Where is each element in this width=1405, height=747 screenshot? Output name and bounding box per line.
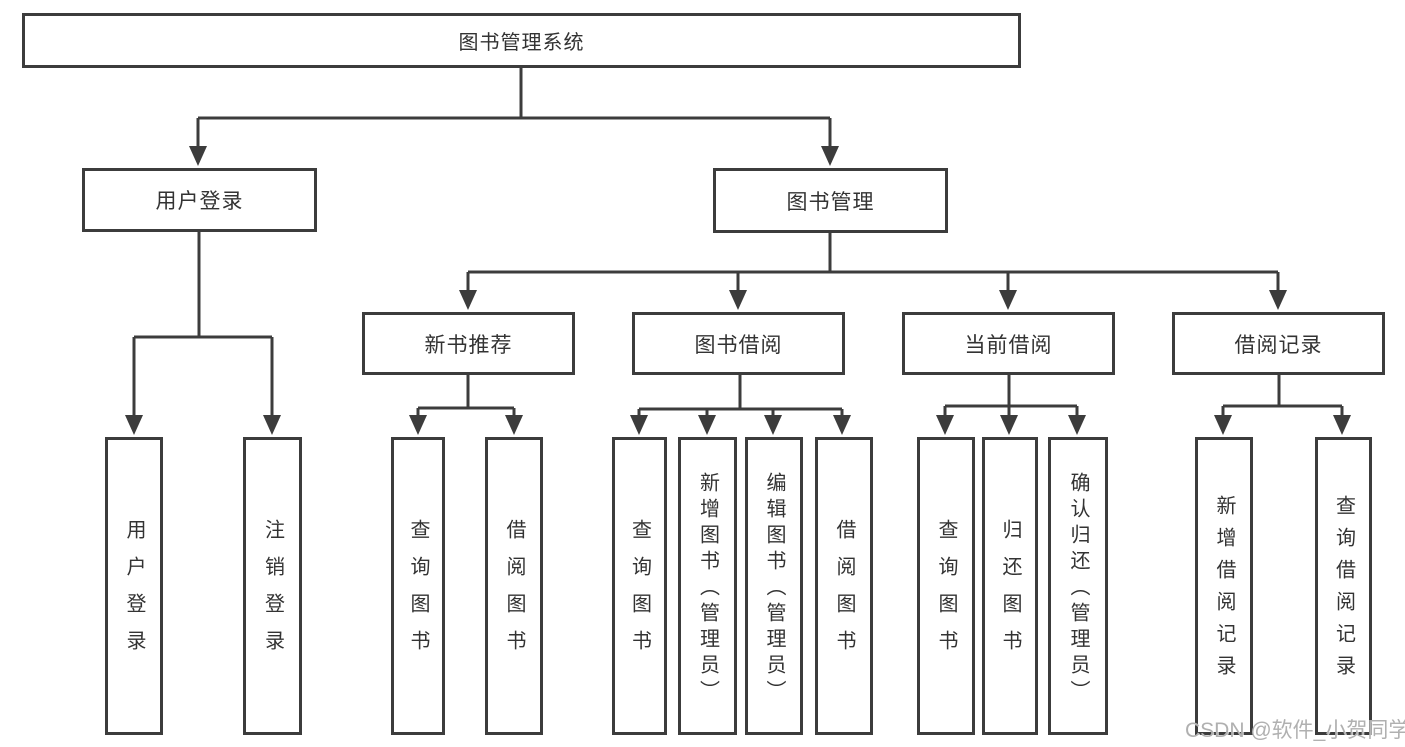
arrowhead-icon	[1000, 415, 1018, 435]
arrowhead-icon	[1269, 290, 1287, 310]
arrowhead-icon	[764, 415, 782, 435]
leaf-return-books: 归还图书	[982, 437, 1038, 735]
node-current-borrowing: 当前借阅	[902, 312, 1115, 375]
node-book-management-label: 图书管理	[786, 190, 875, 214]
leaf-confirm-return-admin: 确认归还（管理员）	[1048, 437, 1108, 735]
arrowhead-icon	[630, 415, 648, 435]
leaf-query-books-recommend: 查询图书	[391, 437, 445, 735]
node-user-login-label: 用户登录	[155, 190, 244, 213]
leaf-query-books-borrowing: 查询图书	[612, 437, 667, 735]
leaf-query-borrow-record-label: 查询借阅记录	[1332, 495, 1355, 687]
arrowhead-icon	[409, 415, 427, 435]
leaf-query-books-recommend-label: 查询图书	[407, 519, 429, 667]
arrowhead-icon	[821, 146, 839, 166]
arrowhead-icon	[936, 415, 954, 435]
leaf-borrow-books-borrowing: 借阅图书	[815, 437, 873, 735]
arrowhead-icon	[833, 415, 851, 435]
node-new-book-recommendation-label: 新书推荐	[424, 333, 513, 357]
node-borrowing-records: 借阅记录	[1172, 312, 1385, 375]
arrow-stems	[132, 118, 1344, 419]
leaf-add-borrow-record-label: 新增借阅记录	[1213, 495, 1235, 687]
node-library-management-system: 图书管理系统	[22, 13, 1021, 68]
node-book-borrowing-label: 图书借阅	[694, 333, 783, 357]
leaf-return-books-label: 归还图书	[999, 519, 1021, 667]
leaf-logout-login: 注销登录	[243, 437, 302, 735]
leaf-add-books-admin-label: 新增图书（管理员）	[696, 472, 719, 706]
arrowhead-icon	[729, 290, 747, 310]
node-user-login: 用户登录	[82, 168, 317, 232]
leaf-borrow-books-borrowing-label: 借阅图书	[833, 519, 855, 667]
leaf-query-borrow-record: 查询借阅记录	[1315, 437, 1372, 735]
leaf-edit-books-admin: 编辑图书（管理员）	[745, 437, 803, 735]
leaf-query-books-borrowing-label: 查询图书	[628, 519, 651, 667]
connector-lines	[134, 68, 1342, 411]
leaf-borrow-books-recommend-label: 借阅图书	[503, 519, 525, 667]
node-book-management: 图书管理	[713, 168, 948, 233]
arrowhead-icon	[1214, 415, 1232, 435]
arrowhead-icon	[999, 290, 1017, 310]
arrowhead-icon	[189, 146, 207, 166]
leaf-user-login: 用户登录	[105, 437, 163, 735]
leaf-query-books-current: 查询图书	[917, 437, 975, 735]
leaf-add-books-admin: 新增图书（管理员）	[678, 437, 737, 735]
node-library-management-system-label: 图书管理系统	[458, 32, 585, 54]
leaf-user-login-label: 用户登录	[123, 519, 145, 667]
leaf-logout-login-label: 注销登录	[261, 519, 284, 667]
node-borrowing-records-label: 借阅记录	[1234, 333, 1323, 357]
arrowhead-icon	[1333, 415, 1351, 435]
node-current-borrowing-label: 当前借阅	[964, 333, 1053, 357]
csdn-watermark: CSDN @软件_小贺同学	[1185, 719, 1405, 742]
node-new-book-recommendation: 新书推荐	[362, 312, 575, 375]
leaf-edit-books-admin-label: 编辑图书（管理员）	[763, 472, 785, 706]
arrowhead-icon	[459, 290, 477, 310]
leaf-add-borrow-record: 新增借阅记录	[1195, 437, 1253, 735]
arrowhead-icon	[505, 415, 523, 435]
leaf-query-books-current-label: 查询图书	[935, 519, 957, 667]
leaf-borrow-books-recommend: 借阅图书	[485, 437, 543, 735]
leaf-confirm-return-admin-label: 确认归还（管理员）	[1067, 472, 1089, 706]
arrowhead-icon	[125, 415, 143, 435]
arrowhead-icon	[698, 415, 716, 435]
arrowhead-icon	[1068, 415, 1086, 435]
arrowhead-icon	[263, 415, 281, 435]
node-book-borrowing: 图书借阅	[632, 312, 845, 375]
